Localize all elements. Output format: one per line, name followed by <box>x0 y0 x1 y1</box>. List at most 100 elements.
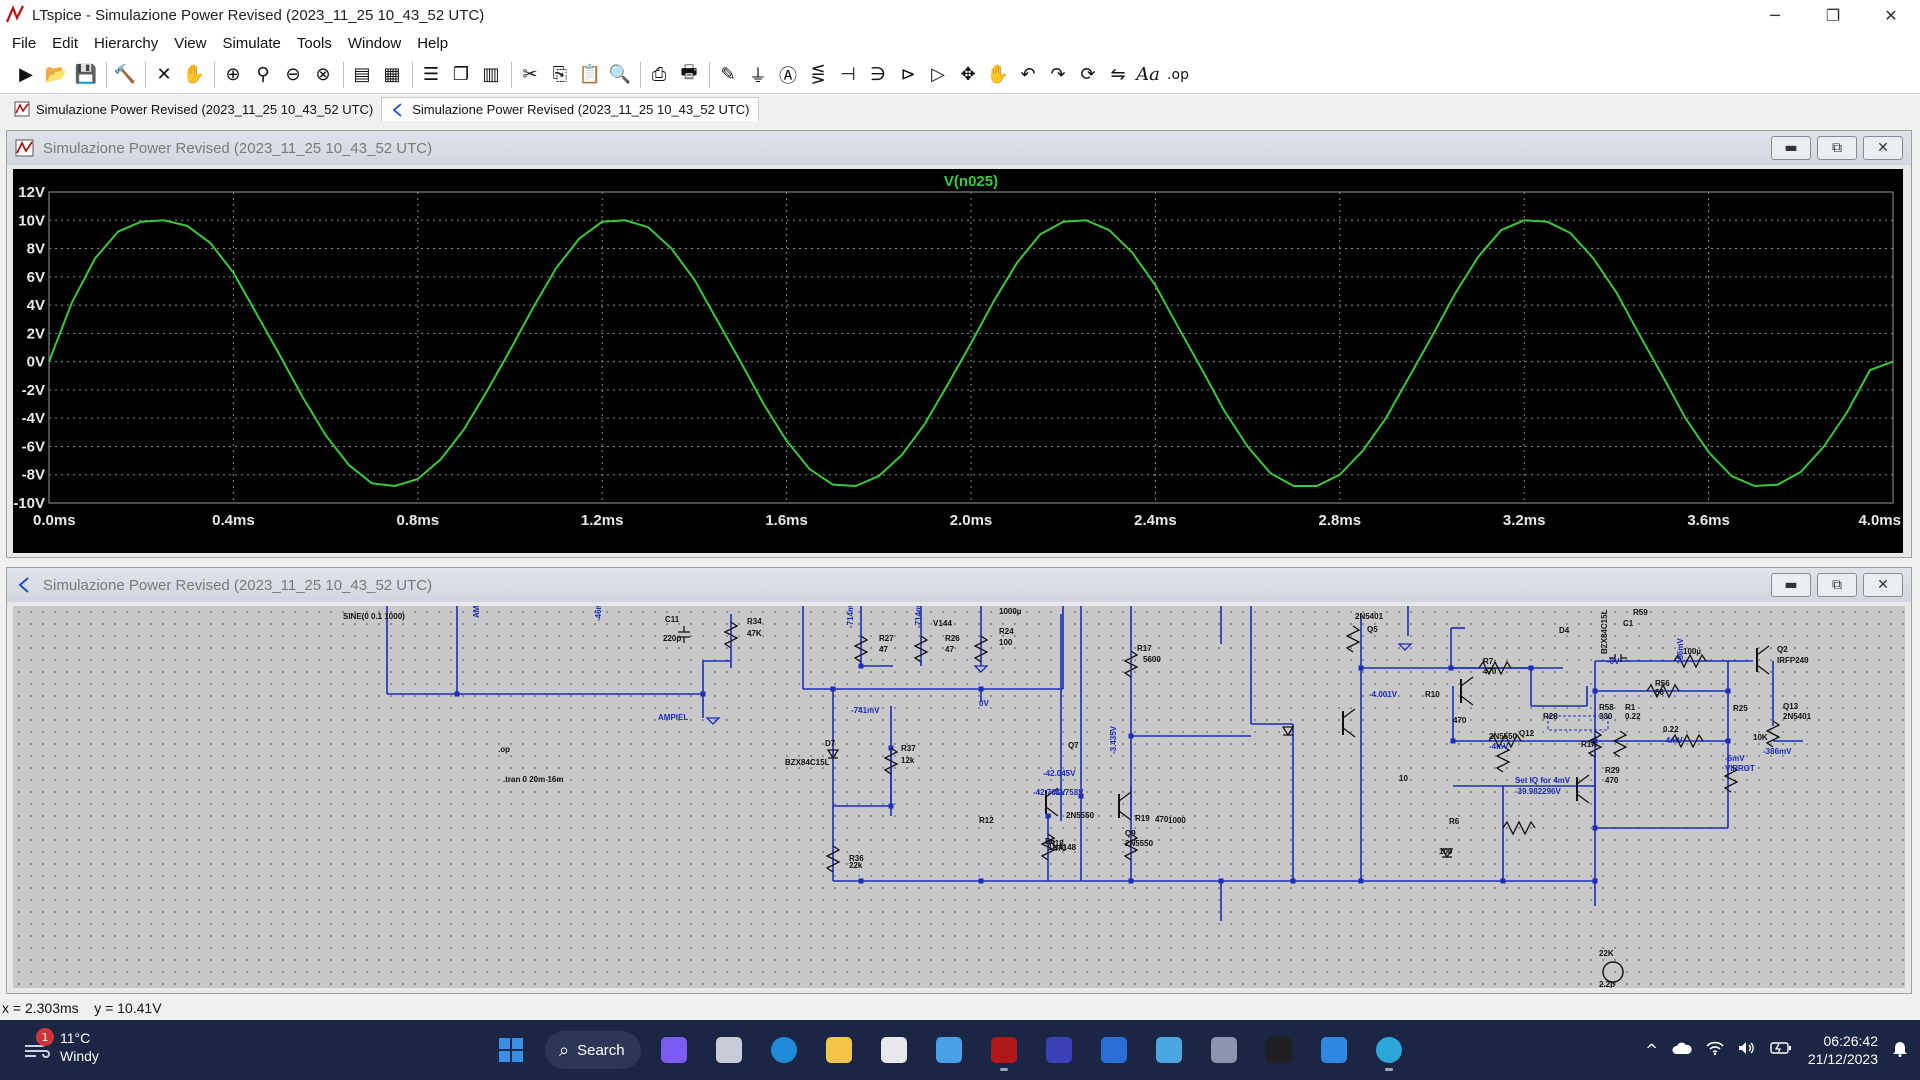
copy-icon[interactable]: ⎘ <box>552 64 568 85</box>
schematic-label[interactable]: VIPROT <box>1725 764 1755 773</box>
resistor-symbol[interactable] <box>825 845 841 873</box>
schematic-label[interactable]: 47 <box>945 645 954 654</box>
schematic-label[interactable]: -4.001V <box>1369 690 1398 699</box>
tile-vertical-icon[interactable]: ▥ <box>482 64 500 85</box>
schematic-label[interactable]: -4mV <box>1663 736 1683 745</box>
schematic-drawing[interactable]: SINE(0 0.1 1000)AMPIL-46mVC11220pR3447KA… <box>13 606 1905 988</box>
resistor-symbol[interactable] <box>723 621 739 649</box>
schematic-label[interactable]: -3.435V <box>1109 725 1118 754</box>
schematic-label[interactable]: 100µ <box>1683 647 1701 656</box>
schematic-label[interactable]: 1000µ <box>999 607 1022 616</box>
schematic-label[interactable]: Q5 <box>1367 625 1378 634</box>
ground-icon[interactable]: ⏚ <box>749 65 767 87</box>
schematic-label[interactable]: 100 <box>999 638 1013 647</box>
schematic-label[interactable]: 47K <box>747 629 762 638</box>
schematic-label[interactable]: 220p <box>663 634 681 643</box>
schematic-label[interactable]: R18 <box>1049 839 1064 848</box>
schematic-label[interactable]: 100 <box>1439 847 1453 856</box>
schematic-label[interactable]: -741mV <box>851 706 880 715</box>
q-app-icon[interactable] <box>1093 1029 1135 1071</box>
schematic-label[interactable]: R1A <box>1581 740 1597 749</box>
menu-tools[interactable]: Tools <box>296 34 332 52</box>
schematic-label[interactable]: 470 <box>1483 667 1497 676</box>
weather-widget[interactable]: 1 11°C Windy <box>22 1028 99 1065</box>
resistor-icon[interactable]: ⋚ <box>810 64 826 85</box>
schematic-label[interactable]: 1000 <box>1168 816 1186 825</box>
schematic-label[interactable]: 2N5401 <box>1783 712 1812 721</box>
schematic-label[interactable]: 2N5550 <box>1066 811 1095 820</box>
schematic-label[interactable]: -386mV <box>1763 747 1792 756</box>
mirror-icon[interactable]: ⇋ <box>1110 64 1126 85</box>
schematic-minimize-button[interactable]: ▬ <box>1771 573 1811 597</box>
edge-browser-icon[interactable] <box>1368 1029 1410 1071</box>
schematic-label[interactable]: 470 <box>1605 776 1619 785</box>
task-view-icon[interactable] <box>708 1029 750 1071</box>
tile-horizontal-icon[interactable]: ☰ <box>422 64 440 85</box>
schematic-label[interactable]: BZX84C15L <box>1600 609 1609 654</box>
schematic-label[interactable]: 2N5550 <box>1125 839 1154 848</box>
schematic-label[interactable]: 2.2p <box>1599 980 1615 988</box>
waveform-close-button[interactable]: ✕ <box>1863 136 1903 160</box>
zoom-area-icon[interactable]: ⚲ <box>256 64 270 85</box>
schematic-label[interactable]: R58 <box>1599 703 1614 712</box>
voltage-source-v1[interactable] <box>1602 961 1624 983</box>
menu-help[interactable]: Help <box>417 34 449 52</box>
schematic-label[interactable]: C1 <box>1623 619 1634 628</box>
rotate-icon[interactable]: ⟳ <box>1080 64 1096 85</box>
print-icon[interactable]: 🖶 <box>680 61 698 83</box>
schematic-label[interactable]: -0V <box>1607 657 1620 666</box>
schematic-label[interactable]: 330 <box>1599 712 1613 721</box>
wifi-icon[interactable] <box>1706 1041 1724 1059</box>
schematic-label[interactable]: -42.761V <box>1033 788 1066 797</box>
menu-simulate[interactable]: Simulate <box>222 34 281 52</box>
capacitor-icon[interactable]: ⊣ <box>840 64 856 85</box>
schematic-label[interactable]: -42.753V <box>1051 788 1084 797</box>
calculator-icon[interactable] <box>1203 1029 1245 1071</box>
tab-waveform[interactable]: Simulazione Power Revised (2023_11_25 10… <box>6 97 381 121</box>
schematic-label[interactable]: -714mV <box>914 606 923 628</box>
schematic-label[interactable]: 10K <box>1753 733 1768 742</box>
taskbar-search[interactable]: ⌕Search <box>545 1031 641 1069</box>
schematic-label[interactable]: R17 <box>1137 644 1152 653</box>
schematic-label[interactable]: Set IQ for 4mV <box>1515 776 1571 785</box>
schematic-label[interactable]: C11 <box>665 615 680 624</box>
volume-icon[interactable] <box>1738 1041 1756 1059</box>
component-icon[interactable]: ▷ <box>931 64 945 85</box>
schematic-label[interactable]: R6 <box>1449 817 1460 826</box>
battery-icon[interactable] <box>1770 1041 1792 1059</box>
ltspice-icon[interactable] <box>983 1029 1025 1071</box>
schematic-label[interactable]: R36 <box>849 854 864 863</box>
schematic-label[interactable]: -6mV <box>1725 754 1745 763</box>
onedrive-icon[interactable] <box>1672 1041 1692 1059</box>
schematic-label[interactable]: Q12 <box>1519 729 1535 738</box>
cut-icon[interactable]: ✂ <box>522 64 538 85</box>
schematic-label[interactable]: 2N5550 <box>1489 732 1518 741</box>
menu-file[interactable]: File <box>12 34 37 52</box>
schematic-label[interactable]: R34 <box>747 617 762 626</box>
resistor-symbol[interactable] <box>883 747 899 775</box>
schematic-label[interactable]: 56 <box>1655 688 1664 697</box>
schematic-label[interactable]: Q9 <box>1125 829 1136 838</box>
save-icon[interactable]: 💾 <box>74 64 98 85</box>
schematic-label[interactable]: 2N5401 <box>1355 612 1384 621</box>
schematic-label[interactable]: 47 <box>879 645 888 654</box>
redo-icon[interactable]: ↷ <box>1050 64 1066 85</box>
diode-icon[interactable]: ⊳ <box>900 64 916 85</box>
schematic-label[interactable]: IRFP240 <box>1777 656 1809 665</box>
zoom-in-icon[interactable]: ⊕ <box>225 64 241 85</box>
resistor-symbol[interactable] <box>853 635 869 663</box>
menu-window[interactable]: Window <box>347 34 402 52</box>
drag-icon[interactable]: ✋ <box>986 64 1010 85</box>
schematic-label[interactable]: V1 <box>933 619 943 628</box>
schematic-restore-button[interactable]: ⧉ <box>1817 573 1857 597</box>
zoom-out-icon[interactable]: ⊖ <box>285 64 301 85</box>
schematic-label[interactable]: 44 <box>943 619 952 628</box>
schematic-label[interactable]: 5600 <box>1143 655 1161 664</box>
close-button[interactable]: ✕ <box>1884 5 1898 25</box>
schematic-label[interactable]: D4 <box>1559 626 1570 635</box>
edge-icon[interactable] <box>763 1029 805 1071</box>
resistor-symbol[interactable] <box>1040 833 1056 861</box>
schematic-label[interactable]: Q13 <box>1783 702 1799 711</box>
trace-label[interactable]: V(n025) <box>944 173 998 190</box>
schematic-label[interactable]: SINE(0 0.1 1000) <box>343 612 405 621</box>
